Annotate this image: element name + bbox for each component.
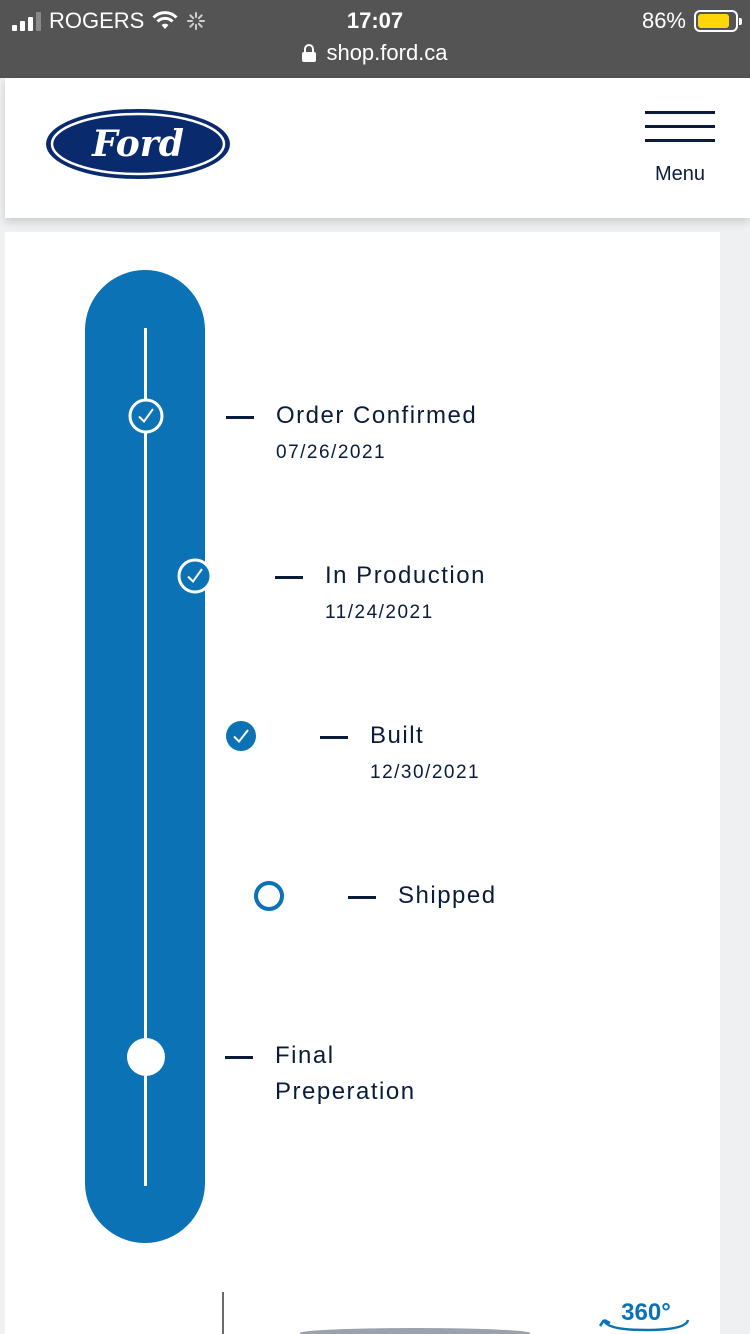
hamburger-icon-bar <box>645 111 715 114</box>
step-date-built: 12/30/2021 <box>370 762 481 783</box>
menu-button[interactable]: Menu <box>645 111 717 191</box>
step-complete-check-icon <box>225 720 257 752</box>
vehicle-image-edge <box>222 1292 224 1334</box>
vehicle-image-roof <box>300 1328 530 1334</box>
progress-line <box>144 328 147 1186</box>
hamburger-icon-bar <box>645 139 715 142</box>
clock: 17:07 <box>346 8 404 33</box>
step-label-in-production: In Production <box>325 562 486 589</box>
lock-icon <box>302 44 317 62</box>
step-label-preperation: Preperation <box>275 1078 416 1105</box>
status-left: ROGERS <box>12 8 206 34</box>
step-connector <box>225 1056 253 1059</box>
wifi-icon <box>152 11 178 31</box>
loading-spinner-icon <box>186 11 206 31</box>
hamburger-icon-bar <box>645 125 715 128</box>
step-pending-dot-icon <box>126 1037 166 1077</box>
site-header: Ford Menu <box>5 78 750 218</box>
step-date-order-confirmed: 07/26/2021 <box>276 442 387 463</box>
status-bar: ROGERS 17:07 86% shop.ford.ca <box>0 0 750 78</box>
signal-strength-icon <box>12 11 41 31</box>
step-label-order-confirmed: Order Confirmed <box>276 402 478 429</box>
url-text: shop.ford.ca <box>326 40 448 65</box>
step-connector <box>226 416 254 419</box>
ford-logo[interactable]: Ford <box>45 108 231 185</box>
menu-label: Menu <box>654 163 706 185</box>
step-label-built: Built <box>370 722 425 749</box>
view-360-label: 360° <box>621 1299 671 1326</box>
step-connector <box>275 576 303 579</box>
url-bar[interactable]: shop.ford.ca <box>0 40 750 66</box>
status-right: 86% <box>641 8 742 34</box>
step-label-final: Final <box>275 1042 335 1069</box>
step-label-shipped: Shipped <box>398 882 497 909</box>
logo-wordmark: Ford <box>91 123 184 165</box>
step-complete-check-icon <box>128 398 164 434</box>
battery-fill <box>698 14 729 28</box>
battery-icon <box>694 10 742 32</box>
view-360-button[interactable]: 360° <box>596 1296 696 1334</box>
step-current-ring-icon <box>253 880 285 912</box>
step-date-in-production: 11/24/2021 <box>325 602 434 623</box>
battery-percent: 86% <box>641 8 686 33</box>
carrier-name: ROGERS <box>49 8 145 33</box>
step-connector <box>348 896 376 899</box>
step-complete-check-icon <box>177 558 213 594</box>
step-connector <box>320 736 348 739</box>
